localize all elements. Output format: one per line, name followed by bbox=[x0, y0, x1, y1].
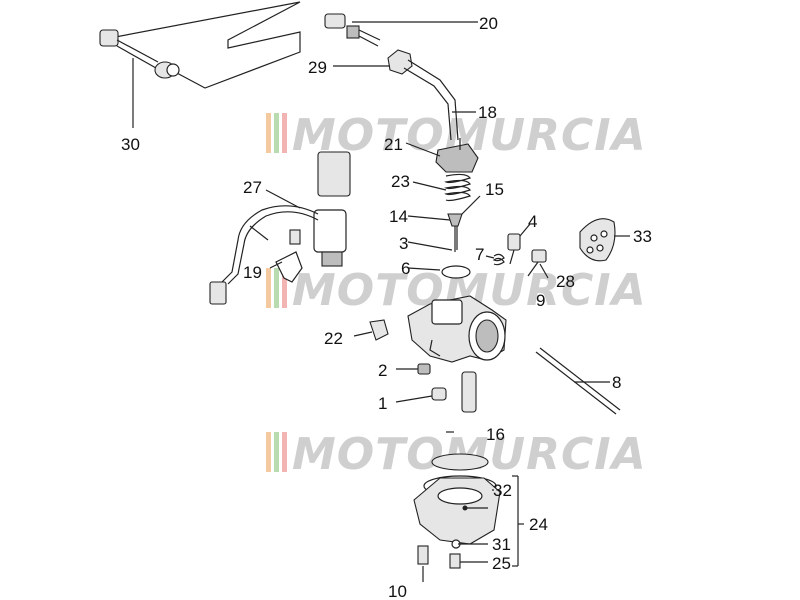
callout-labels: 20 29 30 18 21 23 15 27 14 4 33 3 7 6 28… bbox=[121, 14, 652, 600]
carburettor-body bbox=[407, 295, 507, 363]
callout-31: 31 bbox=[492, 535, 511, 554]
part-10-bowl-screw bbox=[417, 545, 429, 565]
callout-2: 2 bbox=[378, 361, 387, 380]
callout-29: 29 bbox=[308, 58, 327, 77]
callout-15: 15 bbox=[485, 180, 504, 199]
part-16-emulsion-tube bbox=[461, 371, 477, 413]
callout-9: 9 bbox=[536, 291, 545, 310]
part-27-auto-choke bbox=[209, 151, 351, 305]
callout-24: 24 bbox=[529, 515, 548, 534]
callout-30: 30 bbox=[121, 135, 140, 154]
part-28-mixture-screw bbox=[527, 249, 547, 277]
part-19-bracket bbox=[275, 229, 303, 283]
callout-4: 4 bbox=[528, 212, 537, 231]
callout-19: 19 bbox=[243, 263, 262, 282]
callout-10: 10 bbox=[388, 582, 407, 600]
part-24-float-bowl bbox=[413, 453, 501, 545]
callout-6: 6 bbox=[401, 259, 410, 278]
part-21-top-cover bbox=[435, 138, 479, 173]
callout-7: 7 bbox=[475, 245, 484, 264]
callout-27: 27 bbox=[243, 178, 262, 197]
part-1-main-jet bbox=[431, 387, 447, 401]
part-7-spring bbox=[492, 253, 505, 266]
part-22-plug bbox=[369, 319, 389, 341]
callout-14: 14 bbox=[389, 207, 408, 226]
callout-28: 28 bbox=[556, 272, 575, 291]
callout-8: 8 bbox=[612, 373, 621, 392]
callout-16: 16 bbox=[486, 425, 505, 444]
callout-3: 3 bbox=[399, 234, 408, 253]
part-8-drain-tube bbox=[535, 347, 621, 415]
callout-25: 25 bbox=[492, 554, 511, 573]
part-30-cable-adjuster bbox=[99, 1, 301, 89]
part-4-idle-screw bbox=[507, 233, 521, 265]
callout-22: 22 bbox=[324, 329, 343, 348]
part-29-nut-and-cable bbox=[387, 49, 459, 141]
part-15-needle-clip bbox=[447, 213, 463, 252]
callout-1: 1 bbox=[378, 394, 387, 413]
callout-23: 23 bbox=[391, 172, 410, 191]
callout-18: 18 bbox=[478, 103, 497, 122]
part-23-spring bbox=[444, 173, 471, 202]
part-25-drain-screw bbox=[449, 553, 461, 569]
callout-33: 33 bbox=[633, 227, 652, 246]
callout-32: 32 bbox=[493, 481, 512, 500]
part-2-jet bbox=[417, 363, 431, 375]
part-6-throttle-slide bbox=[441, 265, 471, 279]
part-20-adjuster-screw bbox=[324, 13, 381, 47]
callout-21: 21 bbox=[384, 135, 403, 154]
leader-lines bbox=[132, 21, 630, 582]
callout-20: 20 bbox=[479, 14, 498, 33]
part-33-cover bbox=[579, 218, 616, 262]
